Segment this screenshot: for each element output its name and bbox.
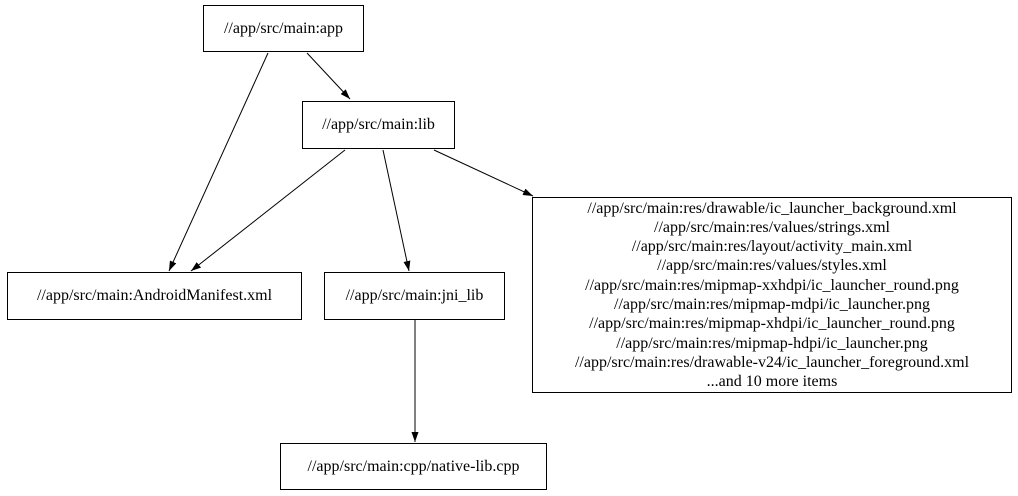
edge-lib-to-res-group (433, 149, 534, 197)
edge-app-to-lib (306, 52, 351, 100)
res-file-line: //app/src/main:res/drawable-v24/ic_launc… (574, 353, 970, 371)
edge-lib-to-android-manifest (190, 149, 346, 272)
node-android-manifest-label: //app/src/main:AndroidManifest.xml (36, 287, 273, 304)
node-jni-lib-label: //app/src/main:jni_lib (345, 287, 484, 304)
res-more-items-line: ...and 10 more items (706, 373, 838, 391)
node-app: //app/src/main:app (203, 5, 364, 52)
node-lib-label: //app/src/main:lib (322, 116, 435, 133)
node-native-lib-cpp: //app/src/main:cpp/native-lib.cpp (280, 443, 547, 490)
edge-app-to-android-manifest (168, 52, 269, 272)
node-jni-lib: //app/src/main:jni_lib (324, 272, 505, 320)
node-native-lib-cpp-label: //app/src/main:cpp/native-lib.cpp (307, 457, 520, 475)
res-file-line: //app/src/main:res/values/strings.xml (654, 218, 890, 236)
res-file-line: //app/src/main:res/drawable/ic_launcher_… (587, 199, 957, 217)
node-app-label: //app/src/main:app (223, 19, 344, 37)
node-res-files-group: //app/src/main:res/drawable/ic_launcher_… (532, 197, 1012, 393)
res-file-line: //app/src/main:res/values/styles.xml (657, 257, 887, 275)
res-file-line: //app/src/main:res/mipmap-hdpi/ic_launch… (616, 334, 928, 352)
res-file-line: //app/src/main:res/mipmap-xxhdpi/ic_laun… (585, 276, 959, 294)
res-file-line: //app/src/main:res/mipmap-mdpi/ic_launch… (614, 296, 930, 313)
res-file-line: //app/src/main:res/mipmap-xhdpi/ic_launc… (589, 315, 955, 333)
node-android-manifest: //app/src/main:AndroidManifest.xml (7, 272, 302, 320)
node-lib: //app/src/main:lib (302, 101, 455, 149)
res-file-line: //app/src/main:res/layout/activity_main.… (631, 238, 913, 256)
edge-lib-to-jni-lib (382, 149, 411, 272)
